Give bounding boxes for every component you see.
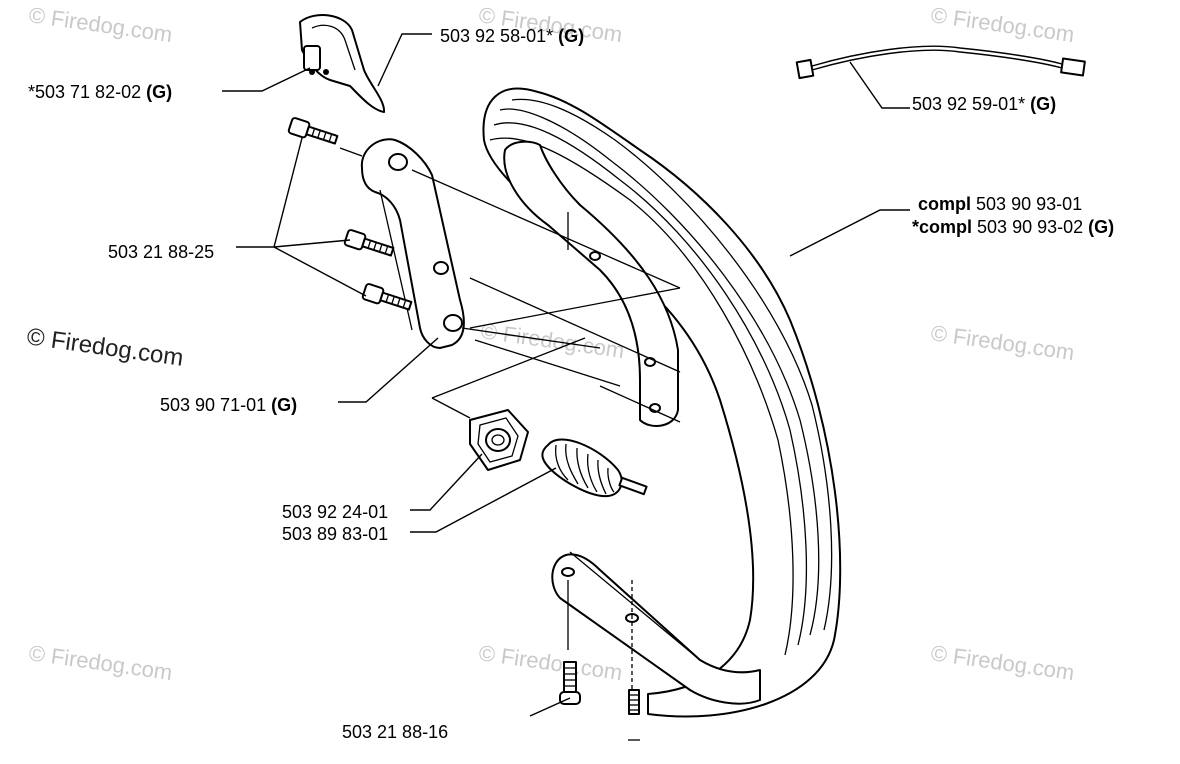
leader-lines [222, 33, 910, 717]
part-label-503-71-82-02: *503 71 82-02 (G) [28, 82, 172, 102]
part-label-503-90-93-01: compl 503 90 93-01 [918, 194, 1082, 214]
explode-lines [339, 147, 681, 423]
watermark: © Firedog.com [929, 2, 1076, 47]
watermark: © Firedog.com [929, 320, 1076, 365]
part-label-503-21-88-25: 503 21 88-25 [108, 242, 214, 262]
watermark: © Firedog.com [27, 2, 174, 47]
spring [541, 438, 648, 498]
watermark: © Firedog.com [477, 640, 624, 685]
stop-switch [299, 14, 386, 113]
watermark-main: © Firedog.com [25, 323, 185, 372]
watermark: © Firedog.com [27, 640, 174, 685]
part-label-503-92-59-01: 503 92 59-01* (G) [912, 94, 1056, 114]
part-label-503-89-83-01: 503 89 83-01 [282, 524, 388, 544]
part-label-503-21-88-16: 503 21 88-16 [342, 722, 448, 742]
part-label-503-92-58-01: 503 92 58-01* (G) [440, 26, 584, 46]
part-label-503-90-93-02: *compl 503 90 93-02 (G) [912, 217, 1114, 237]
mounting-bracket [360, 138, 465, 349]
screws-upper [287, 117, 413, 311]
label-clip-mask [466, 716, 496, 746]
part-label-503-90-71-01: 503 90 71-01 (G) [160, 395, 297, 415]
front-handle-bar [482, 87, 842, 718]
cable [795, 45, 1086, 80]
buffer-block [469, 409, 529, 471]
part-label-503-92-24-01: 503 92 24-01 [282, 502, 388, 522]
watermark: © Firedog.com [929, 640, 1076, 685]
